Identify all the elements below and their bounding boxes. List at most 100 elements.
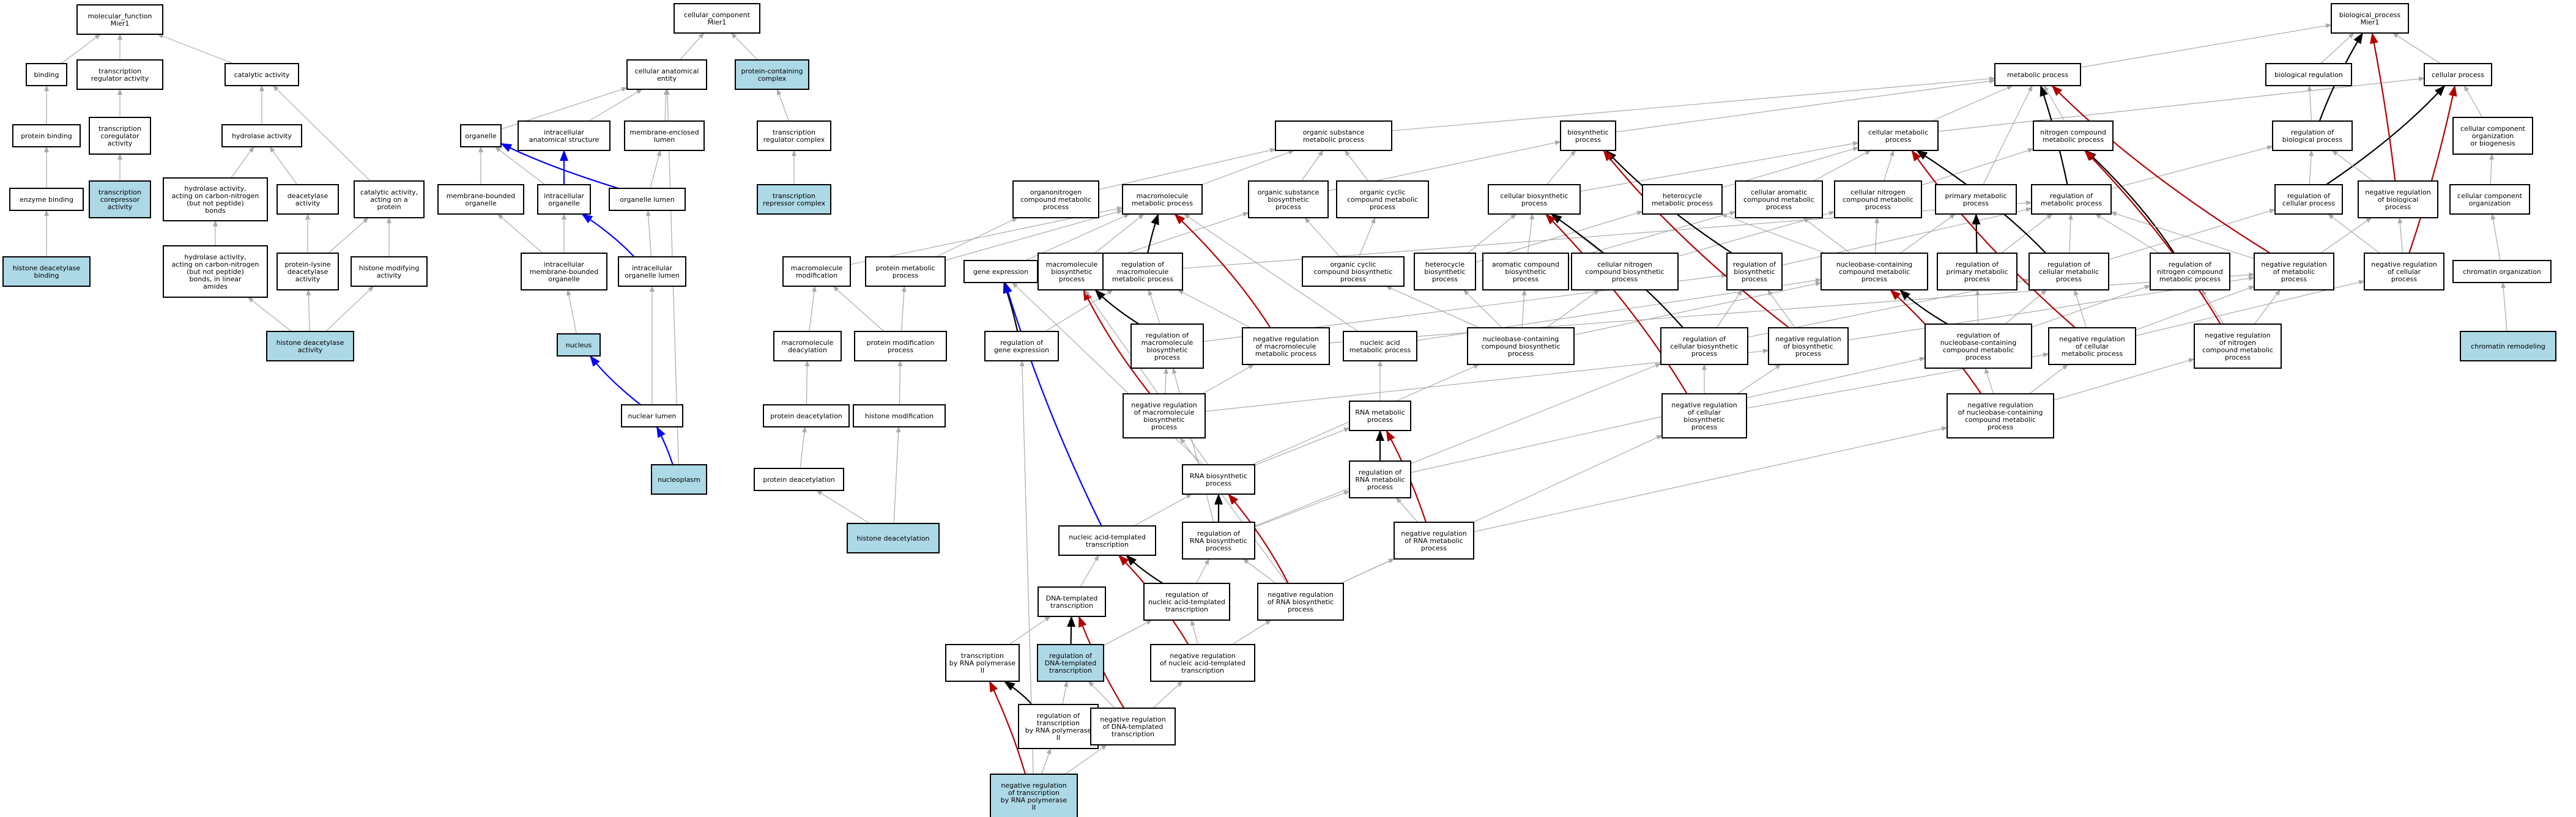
go-term-chromorg[interactable]: chromatin organization <box>2452 260 2552 283</box>
go-term-enzbind[interactable]: enzyme binding <box>9 188 84 211</box>
go-term-histdeac[interactable]: histone deacetylation <box>847 523 940 553</box>
go-term-cellproc[interactable]: cellular process <box>2424 63 2492 86</box>
go-term-catact[interactable]: catalytic activity <box>225 63 299 86</box>
go-term-chromremod[interactable]: chromatin remodeling <box>2460 331 2556 361</box>
go-term-hydrocnlin[interactable]: hydrolase activity,acting on carbon-nitr… <box>163 245 268 298</box>
go-term-protdeacet[interactable]: protein deacetylation <box>754 468 844 491</box>
go-term-nucleoplasm[interactable]: nucleoplasm <box>651 464 707 495</box>
go-term-nuclum[interactable]: nuclear lumen <box>621 404 683 427</box>
go-term-geneexp[interactable]: gene expression <box>963 260 1038 283</box>
go-term-metab[interactable]: metabolic process <box>1994 63 2081 86</box>
go-term-orglumen[interactable]: organelle lumen <box>609 188 686 211</box>
go-term-protdeac[interactable]: protein deacetylation <box>763 404 850 427</box>
go-term-nucleus[interactable]: nucleus <box>557 333 601 357</box>
go-term-protbind[interactable]: protein binding <box>12 124 81 147</box>
go-term-organelle[interactable]: organelle <box>460 124 502 147</box>
go-term-histmodproc[interactable]: histone modification <box>853 404 946 427</box>
go-term-binding[interactable]: binding <box>26 63 67 86</box>
go-term-hydro[interactable]: hydrolase activity <box>221 124 302 147</box>
go-term-bioreg[interactable]: biological regulation <box>2265 63 2352 86</box>
